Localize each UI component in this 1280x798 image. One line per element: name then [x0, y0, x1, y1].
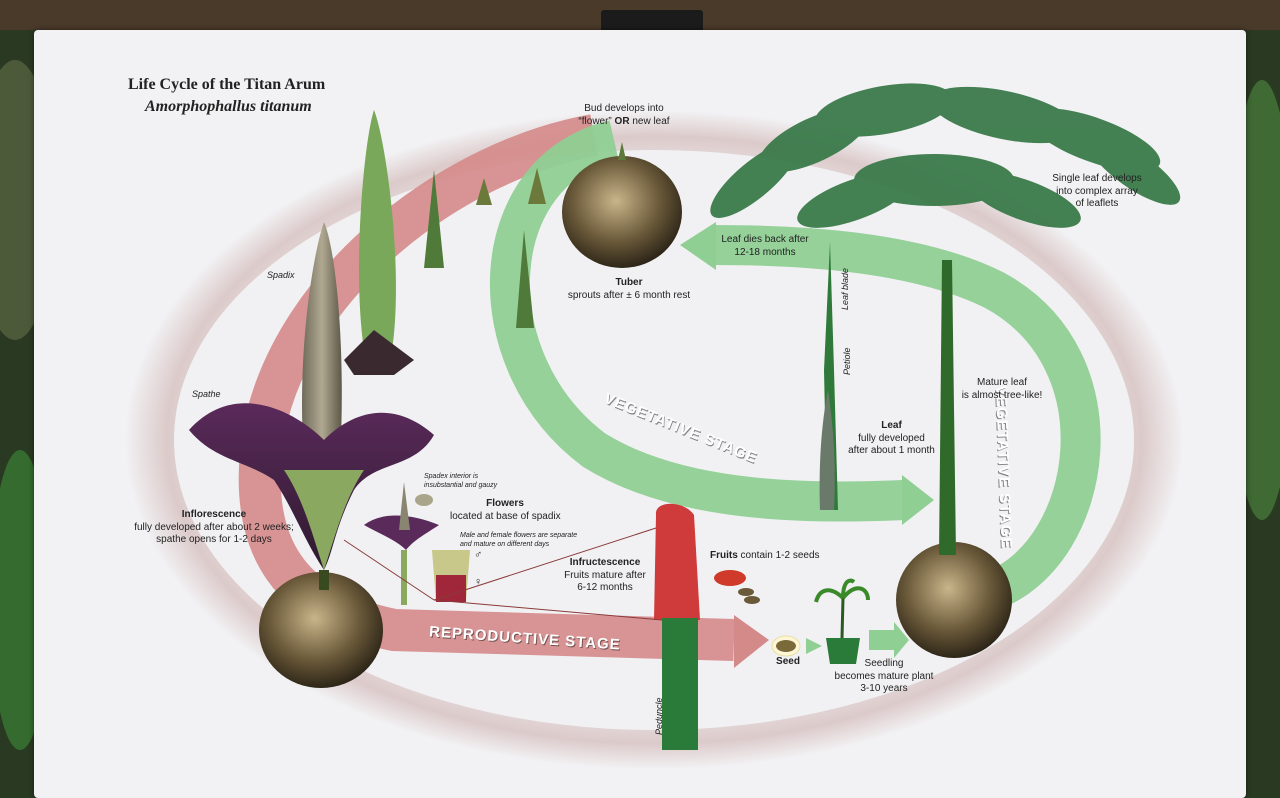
mature-leaf-label: Mature leaf is almost tree-like!: [952, 377, 1052, 402]
sign-board: ♂ ♀ Life Cycle of the Titan Arum Amorpho…: [34, 30, 1246, 798]
single-leaf-label: Single leaf develops into complex array …: [1042, 173, 1152, 211]
spadix-label: Spadix: [267, 270, 295, 281]
tuber-mature-leaf: [896, 542, 1012, 658]
petiole-label: Petiole: [842, 347, 853, 375]
page-subtitle: Amorphophallus titanum: [145, 98, 312, 116]
leaf-dies-label: Leaf dies back after 12-18 months: [710, 234, 820, 259]
male-female-label: Male and female flowers are separate and…: [460, 532, 577, 550]
tuber-label: Tuber sprouts after ± 6 month rest: [554, 277, 704, 302]
seedling-label: Seedling becomes mature plant 3-10 years: [824, 658, 944, 696]
young-inflorescence: [359, 110, 396, 350]
male-symbol: ♂: [474, 549, 482, 561]
flowers-label: Flowers located at base of spadix: [450, 498, 561, 523]
infructescence-label: Infructescence Fruits mature after 6-12 …: [560, 557, 650, 595]
spathe-label: Spathe: [192, 389, 221, 400]
bud-develops-label: Bud develops into “flower” OR new leaf: [554, 103, 694, 128]
peduncle: [662, 618, 698, 750]
tuber-top: [562, 156, 682, 268]
fruits-label: Fruits contain 1-2 seeds: [710, 550, 820, 563]
seed: [776, 640, 796, 652]
seed-label: Seed: [770, 656, 806, 669]
infructescence: [654, 504, 700, 620]
leaf-label: Leaf fully developed after about 1 month: [834, 420, 949, 458]
spadix-interior-bubble: [415, 494, 433, 506]
spadix-interior-label: Spadex interior is insubstantial and gau…: [424, 473, 497, 491]
fruit: [714, 570, 746, 586]
peduncle-label: Peduncle: [654, 697, 665, 735]
page-title: Life Cycle of the Titan Arum: [128, 76, 325, 94]
leaf-blade-label: Leaf blade: [840, 268, 851, 310]
inflorescence-label: Inflorescence fully developed after abou…: [124, 509, 304, 547]
female-symbol: ♀: [474, 576, 482, 588]
